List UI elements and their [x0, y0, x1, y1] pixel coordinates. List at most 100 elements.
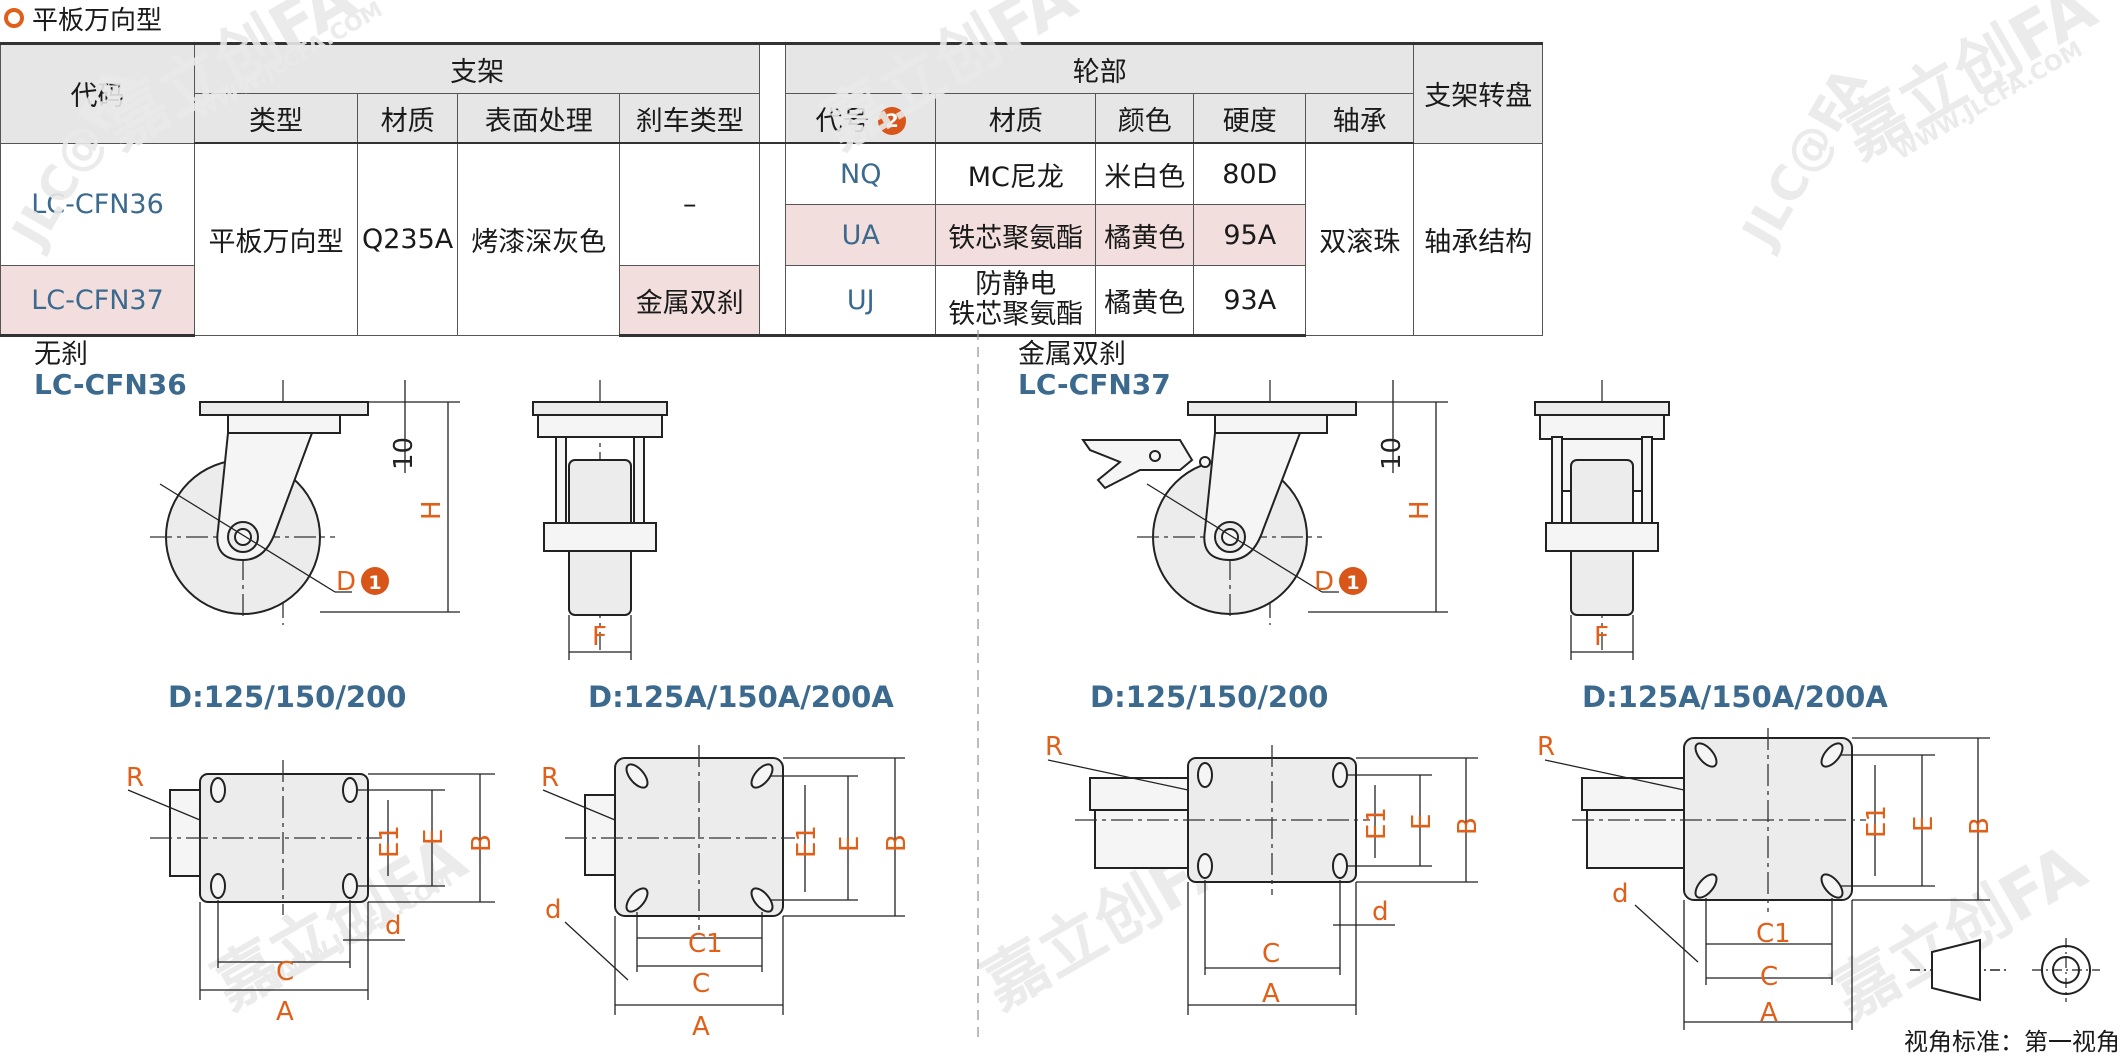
cell-surface: 烤漆深灰色	[457, 142, 621, 336]
note-badge-2: 2	[878, 106, 907, 135]
header-bracket: 支架	[193, 42, 761, 94]
dim-B-1: B	[467, 834, 497, 852]
dim-C-4: C	[1760, 962, 1778, 992]
dim-D-left: D	[336, 567, 356, 597]
circle-bullet-icon	[4, 8, 24, 28]
dim-R-2: R	[541, 763, 559, 793]
top-view-2: R B E E1 A C C1 d	[541, 745, 912, 1042]
dim-H-left: H	[417, 500, 447, 520]
code-cfn37: LC-CFN37	[0, 265, 195, 337]
dim-B-3: B	[1453, 817, 1483, 835]
wheel-material-nq: MC尼龙	[935, 142, 1097, 205]
front-view-cfn36: F	[532, 380, 668, 660]
dim-E-4: E	[1909, 816, 1939, 832]
size-label-2: D:125A/150A/200A	[588, 680, 894, 714]
dim-D-right: D	[1314, 567, 1334, 597]
dim-C1-4: C1	[1756, 919, 1791, 949]
wheel-material-uj: 防静电铁芯聚氨酯	[935, 265, 1097, 337]
wheel-material-uj-line2: 铁芯聚氨酯	[948, 299, 1084, 330]
dim-d-3: d	[1372, 897, 1389, 927]
wheel-hardness-uj: 93A	[1193, 265, 1307, 337]
dim-E-3: E	[1407, 814, 1437, 830]
dim-d-1: d	[385, 911, 402, 941]
dim-A-2: A	[692, 1012, 710, 1042]
dim-E1-3: E1	[1362, 807, 1392, 840]
wheel-code-ua: UA	[785, 204, 937, 266]
note-badge-1-left: 1	[368, 572, 381, 594]
table-gap	[759, 143, 787, 337]
header-type: 类型	[194, 93, 358, 144]
wheel-color-uj: 橘黄色	[1095, 265, 1195, 337]
header-code: 代码	[0, 42, 195, 144]
size-label-1: D:125/150/200	[168, 680, 407, 714]
dim-E-2: E	[835, 836, 865, 852]
wheel-color-ua: 橘黄色	[1095, 204, 1195, 266]
side-view-cfn37: D 1 10 H	[1081, 380, 1448, 625]
watermark-brand-6: 嘉立创FA	[1821, 831, 2099, 1034]
dim-E1-4: E1	[1862, 805, 1892, 838]
header-bearing: 轴承	[1305, 93, 1415, 144]
dim-B-4: B	[1965, 817, 1995, 835]
size-label-4: D:125A/150A/200A	[1582, 680, 1888, 714]
dim-R-4: R	[1537, 732, 1555, 762]
top-view-1: R B E E1 A C d	[126, 760, 497, 1027]
cell-material: Q235A	[356, 142, 459, 336]
cell-bearing: 双滚珠	[1305, 142, 1415, 336]
header-surface: 表面处理	[457, 93, 621, 144]
dim-H-right: H	[1405, 500, 1435, 520]
dim-C-1: C	[276, 957, 294, 987]
dim-R-3: R	[1045, 732, 1063, 762]
table-gap	[759, 42, 787, 144]
header-swivel: 支架转盘	[1413, 42, 1544, 144]
header-hardness: 硬度	[1193, 93, 1307, 144]
cell-brake-metal: 金属双刹	[619, 265, 761, 337]
cell-type: 平板万向型	[194, 142, 358, 336]
header-wheel: 轮部	[785, 42, 1415, 94]
header-wheel-code: 代号 2	[785, 93, 937, 144]
note-badge-1-right: 1	[1346, 572, 1359, 594]
top-view-4: R B E E1 A C C1 d	[1537, 728, 1995, 1030]
dim-d-2: d	[545, 895, 562, 925]
wheel-code-nq: NQ	[785, 142, 937, 205]
code-cfn36: LC-CFN36	[0, 142, 195, 266]
dim-E1-1: E1	[375, 825, 405, 858]
top-view-3: R B E E1 A C d	[1045, 732, 1483, 1015]
section-title-text: 平板万向型	[32, 5, 163, 36]
dim-10-right: 10	[1377, 437, 1407, 470]
dim-C-2: C	[692, 969, 710, 999]
dim-C-3: C	[1262, 939, 1280, 969]
dim-C1-2: C1	[688, 929, 723, 959]
dim-F-left: F	[592, 622, 607, 652]
dim-A-4: A	[1760, 998, 1778, 1028]
section-title: 平板万向型	[4, 2, 163, 36]
header-brake: 刹车类型	[619, 93, 761, 144]
spec-table: 代码 支架 轮部 支架转盘 类型 材质 表面处理 刹车类型 代号 2 材质 颜色…	[0, 42, 1544, 337]
header-wheel-material: 材质	[935, 93, 1097, 144]
wheel-hardness-nq: 80D	[1193, 142, 1307, 205]
wheel-hardness-ua: 95A	[1193, 204, 1307, 266]
caption-metal-brake: 金属双刹	[1018, 339, 1126, 370]
dim-B-2: B	[882, 834, 912, 852]
dim-R-1: R	[126, 763, 144, 793]
dim-F-right: F	[1594, 622, 1609, 652]
caption-code-cfn36: LC-CFN36	[34, 368, 187, 401]
caption-code-cfn37: LC-CFN37	[1018, 368, 1171, 401]
size-label-3: D:125/150/200	[1090, 680, 1329, 714]
dim-d-4: d	[1612, 879, 1629, 909]
dim-A-1: A	[276, 997, 294, 1027]
dim-10-left: 10	[389, 437, 419, 470]
watermark-logo-2: JLC@FA	[1730, 58, 1878, 258]
dim-E1-2: E1	[792, 825, 822, 858]
cell-brake-none: –	[619, 142, 761, 266]
view-standard-label: 视角标准：第一视角	[1904, 1028, 2120, 1056]
watermark-brand-2: 嘉立创FA	[811, 0, 1089, 164]
wheel-color-nq: 米白色	[1095, 142, 1195, 205]
side-view-cfn36: D 1 10 H	[150, 380, 460, 625]
dim-A-3: A	[1262, 979, 1280, 1009]
header-material: 材质	[356, 93, 459, 144]
first-angle-projection-icon	[1910, 938, 2100, 1002]
caption-no-brake: 无刹	[34, 339, 88, 370]
front-view-cfn37: F	[1534, 380, 1670, 660]
header-wheel-code-label: 代号	[815, 105, 870, 137]
